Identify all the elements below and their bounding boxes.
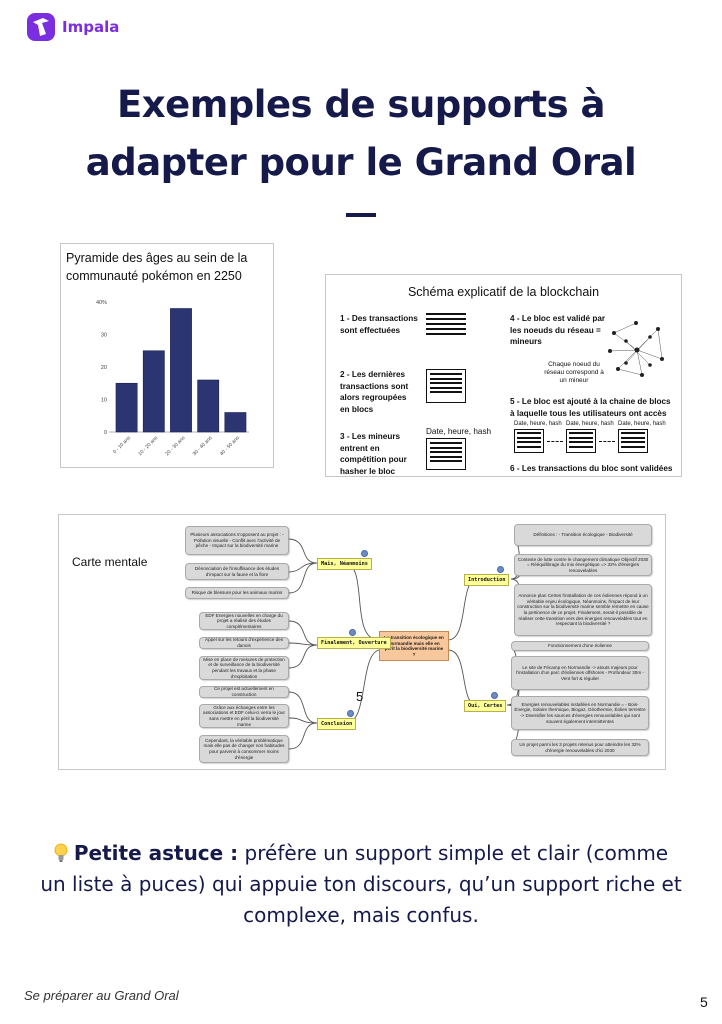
step-2-text: 2 - Les dernières transactions sont alor… (340, 370, 409, 414)
node-left-3: Risque de blessure pour les animaux mari… (185, 587, 289, 599)
step-5-text: 5 - Le bloc est ajouté à la chaine de bl… (510, 397, 671, 418)
chain-label-2: Date, heure, hash (566, 421, 614, 427)
node-right-3: Annonce plan Certes l'installation de ce… (514, 584, 652, 636)
chain-link-1 (547, 441, 563, 442)
branch-oui: Oui, Certes (464, 700, 507, 712)
bar (224, 412, 247, 433)
oui-badge (491, 692, 498, 699)
y-tick-label: 10 (101, 398, 107, 404)
impala-logo-icon (27, 13, 55, 41)
tip-lead: Petite astuce : (73, 841, 239, 865)
mais-badge (361, 550, 368, 557)
page-title: Exemples de supports à adapter pour le G… (40, 76, 682, 192)
chain-block-2 (566, 429, 596, 453)
page-number: 5 (700, 994, 708, 1010)
bar (115, 382, 138, 433)
node-right-5: Le site de Fécamp en Normandie -> atouts… (511, 656, 649, 690)
introduction-badge (497, 566, 504, 573)
node-left-2: Dénonciation de l'insuffisance des étude… (185, 563, 289, 580)
y-tick-label: 30 (101, 333, 107, 339)
chain-label-1: Date, heure, hash (514, 421, 562, 427)
bar (197, 379, 220, 433)
node-right-1: Définitions : - Transition écologique - … (514, 524, 652, 546)
chain-block-1 (514, 429, 544, 453)
blockchain-diagram: Schéma explicatif de la blockchain 1 - D… (325, 274, 682, 477)
node-left-8: Grâce aux échanges entre les association… (199, 704, 289, 728)
node-left-9: Cependant, la véritable problématique ma… (199, 735, 289, 763)
branch-introduction: Introduction (464, 574, 510, 586)
x-tick-label: 30 - 40 ans (192, 435, 214, 457)
page-title-line-2: adapter pour le Grand Oral (85, 141, 637, 184)
chain-link-2 (599, 441, 615, 442)
y-tick-label: 20 (101, 365, 107, 371)
node-left-1: Plusieurs associations s'opposent au pro… (185, 526, 289, 555)
node-right-2: Contexte de lutte contre le changement c… (514, 554, 652, 576)
step-3-label: Date, heure, hash (426, 427, 492, 436)
step-4-note: Chaque noeud du réseau correspond à un m… (544, 361, 604, 384)
bar (142, 350, 165, 433)
node-left-7: Ce projet est actuellement en constructi… (199, 686, 289, 698)
branch-conclusion: Conclusion (317, 718, 357, 730)
chain-block-3 (618, 429, 648, 453)
hashed-block-icon (426, 438, 466, 470)
x-tick-label: 40 - 50 ans (219, 435, 241, 457)
node-right-6: Energies renouvelables installées en Nor… (511, 696, 649, 730)
footer-text: Se préparer au Grand Oral (24, 988, 179, 1003)
bar (170, 308, 192, 433)
node-left-4: EDF Energies nouvelles en charge du proj… (199, 612, 289, 630)
step-3-text: 3 - Les mineurs entrent en compétition p… (340, 432, 407, 476)
tip-text: préfère un support simple et clair (comm… (40, 841, 682, 927)
mind-map-label: Carte mentale (72, 555, 148, 569)
x-tick-label: 20 - 30 ans (164, 435, 186, 457)
branch-finalement: Finalement, Ouverture (317, 637, 391, 649)
lightbulb-icon (54, 843, 68, 862)
node-left-5: Appel sur les retours d'expérience des d… (199, 637, 289, 649)
step-1-text: 1 - Des transactions sont effectuées (340, 314, 418, 335)
mind-map-number: 5 (356, 689, 364, 704)
tip-paragraph: Petite astuce : préfère un support simpl… (40, 838, 682, 931)
node-left-6: Mise en place de mesures de protection e… (199, 656, 289, 680)
page-title-line-1: Exemples de supports à (117, 83, 605, 126)
step-6-text: 6 - Les transactions du bloc sont validé… (510, 464, 673, 473)
finalement-badge (349, 629, 356, 636)
brand-logo: Impala (26, 12, 119, 42)
y-tick-label: 40% (96, 300, 107, 306)
branch-mais: Mais, Néanmoins (317, 558, 372, 570)
mind-map: Carte mentale La transition écologique e… (58, 514, 666, 770)
block-icon (426, 369, 466, 403)
x-tick-label: 0 - 10 ans (112, 435, 132, 455)
age-pyramid-chart: Pyramide des âges au sein de la communau… (60, 243, 274, 468)
mind-map-center-node: La transition écologique en Normandie ma… (379, 631, 449, 662)
brand-name: Impala (62, 18, 120, 36)
chart-title: Pyramide des âges au sein de la communau… (66, 251, 248, 283)
step-4-text: 4 - Le bloc est validé par les noeuds du… (510, 314, 606, 346)
chain-label-3: Date, heure, hash (618, 421, 666, 427)
network-nodes-icon (608, 321, 664, 377)
x-tick-label: 10 - 20 ans (137, 435, 159, 457)
blockchain-title: Schéma explicatif de la blockchain (407, 285, 600, 299)
conclusion-badge (347, 710, 354, 717)
node-right-4: Fonctionnement d'une éolienne (511, 641, 649, 651)
node-right-7: Un projet parmi les 3 projets retenus po… (511, 739, 649, 756)
y-tick-label: 0 (104, 430, 107, 436)
title-divider (346, 213, 376, 217)
transactions-lines-icon (426, 313, 466, 338)
